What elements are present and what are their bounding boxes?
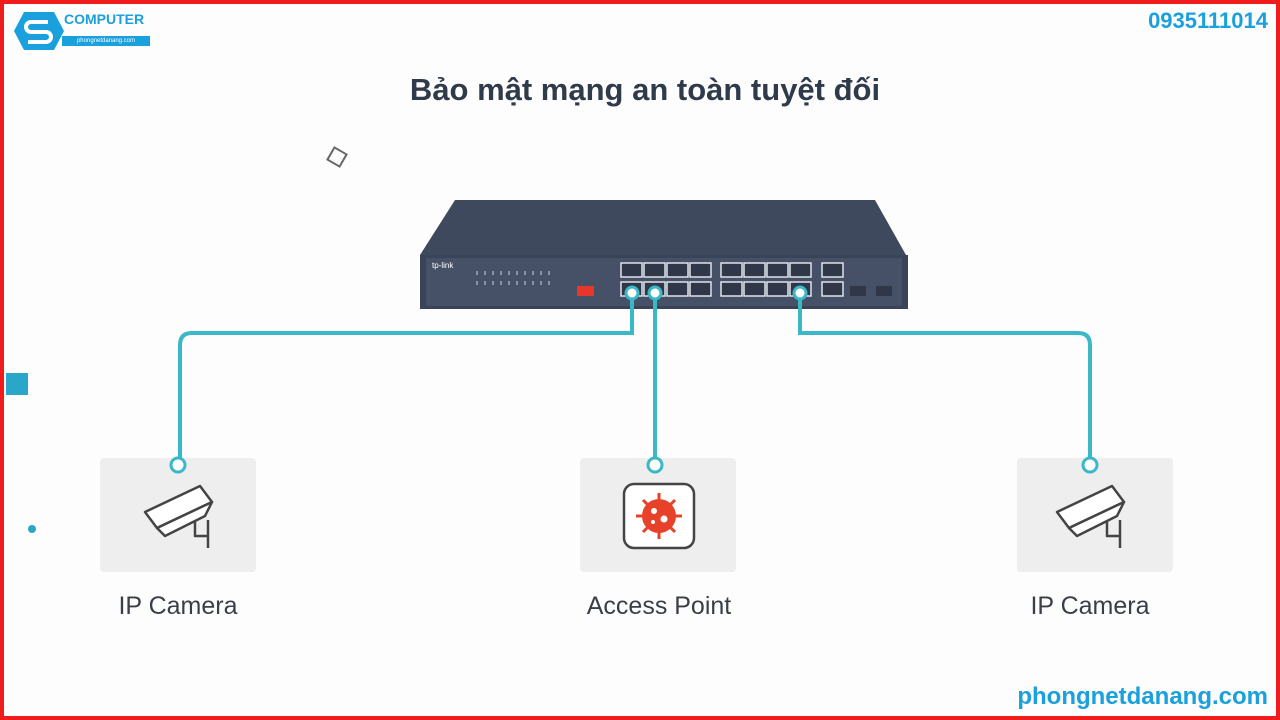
indicator-led [532,281,534,285]
ethernet-port [821,262,844,278]
switch-brand: tp-link [432,261,454,270]
ethernet-port [666,262,689,278]
ethernet-port [689,281,712,297]
indicator-led [484,281,486,285]
indicator-led [540,281,542,285]
ethernet-port [821,281,844,297]
decor-square [326,146,348,168]
indicator-led [532,271,534,275]
device-label: IP Camera [118,592,238,620]
indicator-led [476,281,478,285]
sfp-port [850,286,866,296]
indicator-led [500,271,502,275]
indicator-led [492,271,494,275]
indicator-led [548,281,550,285]
ethernet-port [766,281,789,297]
ethernet-port [743,262,766,278]
indicator-led [492,281,494,285]
device-label: IP Camera [1030,592,1150,620]
indicator-led [516,281,518,285]
links [178,292,1092,465]
device-box-camera-1[interactable] [100,458,256,572]
indicator-led [540,271,542,275]
decor-square [6,373,28,395]
ethernet-port [666,281,689,297]
ethernet-port [720,262,743,278]
phone-number[interactable]: 0935111014 [1148,8,1268,33]
indicator-led [508,281,510,285]
ethernet-port [720,281,743,297]
logo-subtext: phongnetdanang.com [62,36,150,46]
sfp-port [876,286,892,296]
indicator-led [484,271,486,275]
link-camera-2 [798,292,1092,465]
indicator-led [500,281,502,285]
indicator-led [524,271,526,275]
decor-dot [28,525,36,533]
indicator-led [476,271,478,275]
ethernet-port [766,262,789,278]
link-camera-1 [178,292,634,465]
logo-s-icon [14,12,64,50]
indicator-led [548,271,550,275]
indicator-led [508,271,510,275]
ethernet-port [743,281,766,297]
indicator-led [524,281,526,285]
website-link[interactable]: phongnetdanang.com [1017,683,1268,710]
device-label: Access Point [586,592,732,620]
logo-text: COMPUTER [64,11,145,27]
device-box-camera-2[interactable] [1017,458,1173,572]
ethernet-port [789,262,812,278]
logo: COMPUTER phongnetdanang.com [14,10,154,52]
status-led [577,286,594,296]
ethernet-port [620,262,643,278]
ethernet-port [643,262,666,278]
indicator-led [516,271,518,275]
ethernet-port [689,262,712,278]
network-switch: tp-link [420,200,908,309]
device-box-access-point[interactable] [580,458,736,572]
page-title: Bảo mật mạng an toàn tuyệt đối [409,72,881,107]
